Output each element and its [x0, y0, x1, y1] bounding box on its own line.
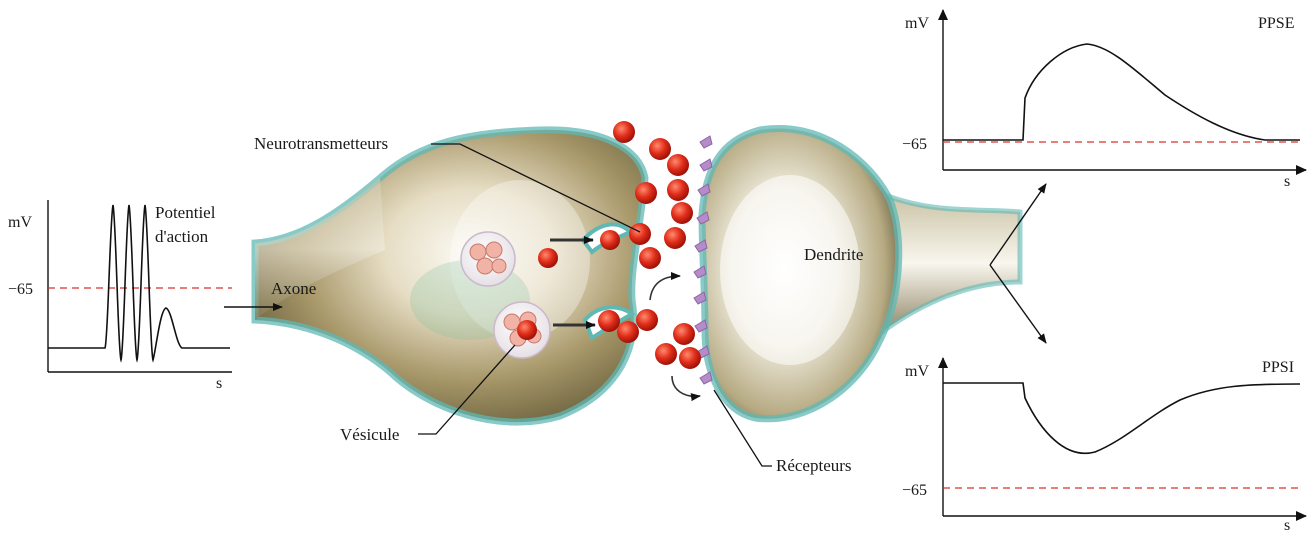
neurotransmitters-label: Neurotransmetteurs: [254, 134, 388, 153]
dendrite-label: Dendrite: [804, 245, 863, 264]
binding-arrow-upper: [650, 276, 680, 300]
ppsi-y-unit: mV: [905, 363, 929, 380]
receptors-label: Récepteurs: [776, 456, 852, 475]
vesicle-label: Vésicule: [340, 425, 399, 444]
ppsi-title: PPSI: [1262, 359, 1294, 376]
ppse-x-unit: s: [1284, 173, 1290, 190]
ppse-threshold-label: −65: [902, 136, 927, 153]
ppsi-graph: mV −65 s PPSI: [902, 358, 1306, 531]
axon-label: Axone: [271, 279, 316, 298]
ppsi-trace: [943, 383, 1300, 453]
binding-arrow-lower: [672, 376, 700, 396]
ppsi-threshold-label: −65: [902, 482, 927, 499]
ppse-graph: mV −65 s PPSE: [902, 10, 1306, 190]
ap-y-unit: mV: [8, 214, 32, 231]
dendrite-body: [702, 128, 1020, 418]
ppse-y-unit: mV: [905, 15, 929, 32]
vesicle-upper: [461, 232, 515, 286]
ap-threshold-label: −65: [8, 281, 33, 298]
ppse-trace: [943, 44, 1300, 140]
ap-x-unit: s: [216, 375, 222, 392]
ppse-title: PPSE: [1258, 15, 1294, 32]
action-potential-graph: mV −65 s Potentiel d'action: [8, 200, 232, 392]
ppsi-x-unit: s: [1284, 517, 1290, 531]
axon-terminal: [255, 130, 645, 422]
ap-title-line1: Potentiel: [155, 203, 216, 222]
ap-title-line2: d'action: [155, 227, 209, 246]
